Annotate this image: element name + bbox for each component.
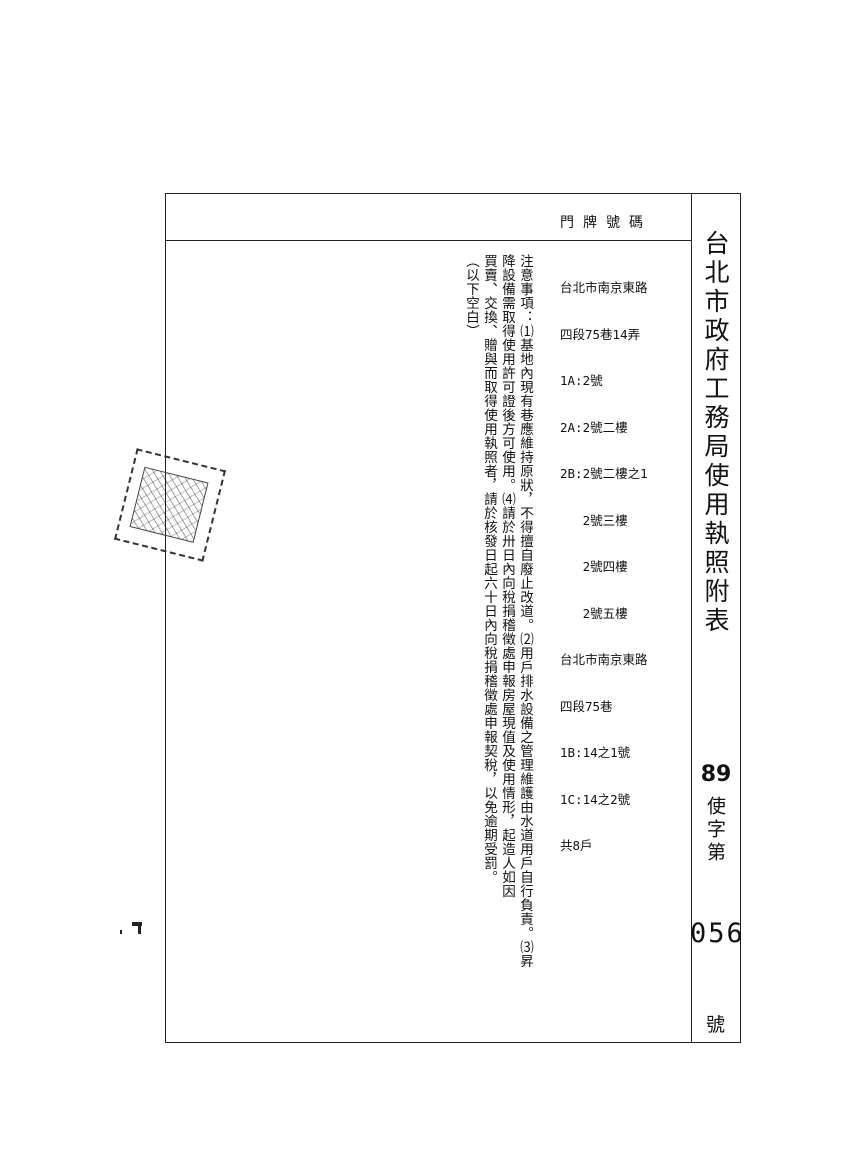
address-line: 台北市南京東路	[560, 652, 648, 667]
address-line: 共8戶	[560, 838, 593, 853]
address-line: 2B:2號二樓之1	[560, 466, 648, 481]
permit-suffix: 號	[706, 1014, 726, 1036]
scan-mark	[138, 922, 141, 934]
note-line: 降設備需取得使用許可證後方可使用。⑷請於卅日內向稅捐稽徵處申報房屋現值及使用情形…	[499, 254, 515, 898]
notes-block: 注意事項：⑴基地內現有巷應維持原狀，不得擅自廢止改道。⑵用戶排水設備之管理維護由…	[462, 254, 534, 968]
address-line: 2號四樓	[560, 559, 628, 574]
permit-prefix: 使字第	[704, 796, 726, 865]
note-line: 注意事項：⑴基地內現有巷應維持原狀，不得擅自廢止改道。⑵用戶排水設備之管理維護由…	[517, 254, 533, 968]
note-line: 買賣、交換、贈與而取得使用執照者，請於核發日起六十日內向稅捐稽徵處申報契稅，以免…	[481, 254, 497, 884]
header-row-divider	[165, 240, 691, 241]
document-title: 台北市政府工務局使用執照附表	[701, 230, 730, 636]
address-line: 2號五樓	[560, 605, 628, 621]
address-line: 1B:14之1號	[560, 745, 631, 760]
address-line: 1C:14之2號	[560, 791, 631, 807]
address-list: 台北市南京東路 四段75巷14弄 1A:2號 2A:2號二樓 2B:2號二樓之1…	[560, 249, 648, 869]
column-header-address: 門牌號碼	[560, 215, 652, 231]
title-column-divider	[691, 193, 692, 1042]
address-line: 1A:2號	[560, 373, 603, 388]
address-line: 2號三樓	[560, 512, 628, 528]
permit-number: 056	[690, 918, 745, 949]
permit-table-frame	[165, 193, 741, 1043]
scan-mark	[120, 930, 122, 934]
address-line: 台北市南京東路	[560, 280, 648, 295]
note-line: （以下空白）	[463, 254, 479, 338]
address-line: 2A:2號二樓	[560, 419, 628, 435]
scan-mark	[132, 922, 142, 926]
address-line: 四段75巷	[560, 698, 613, 714]
seal-impression	[129, 466, 209, 543]
address-line: 四段75巷14弄	[560, 326, 641, 342]
permit-year: 89	[700, 762, 732, 787]
